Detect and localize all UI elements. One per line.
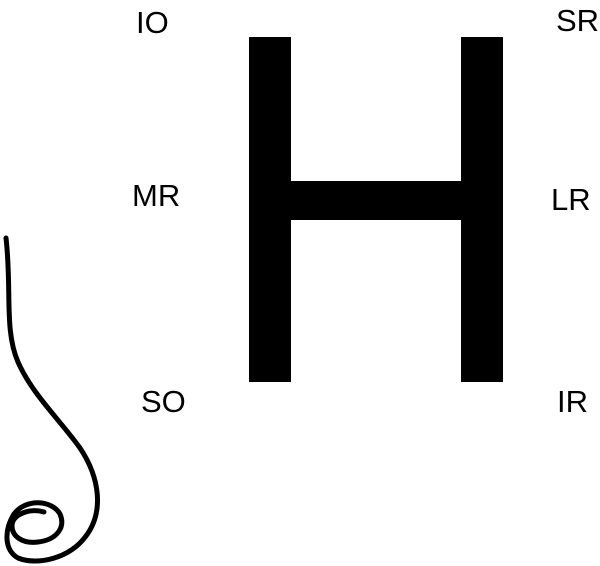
label-mr: MR [132,178,181,213]
label-ir: IR [557,384,588,419]
h-crossbar [289,181,463,220]
label-sr: SR [556,3,600,38]
label-so: SO [141,384,186,419]
label-io: IO [136,5,169,40]
label-lr: LR [551,182,591,217]
h-right-vertical-bar [461,37,503,382]
nose-outline [3,235,100,564]
h-left-vertical-bar [249,37,291,382]
